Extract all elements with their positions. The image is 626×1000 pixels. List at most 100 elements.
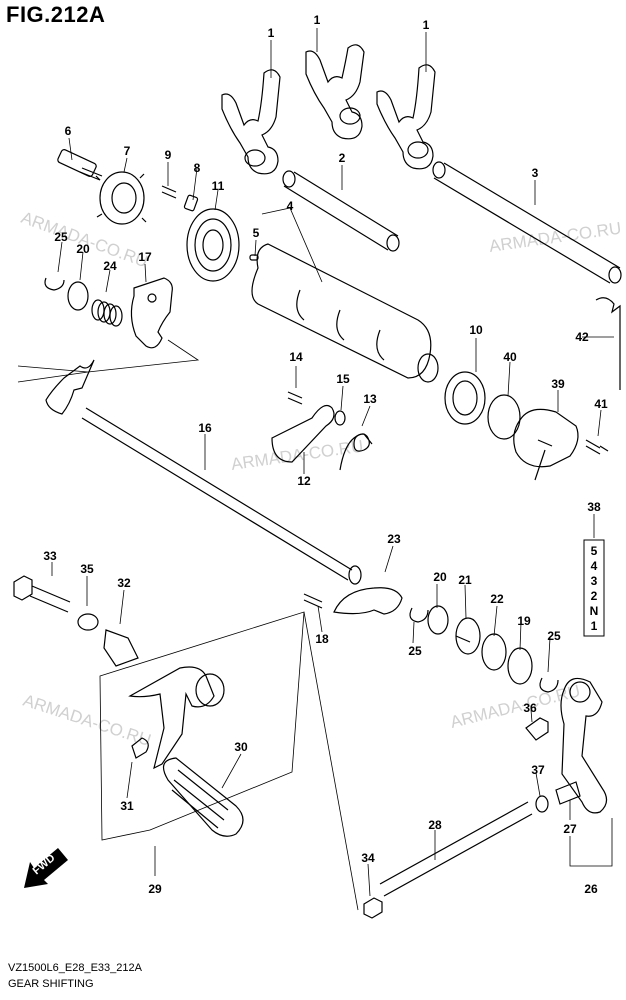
gear-indicator-label: 1 bbox=[591, 619, 598, 633]
pin bbox=[161, 185, 177, 199]
washer-plate bbox=[183, 194, 199, 212]
callout-label: 11 bbox=[212, 179, 225, 193]
callout-label: 30 bbox=[234, 740, 248, 754]
shift-fork bbox=[376, 64, 436, 170]
circlip bbox=[539, 677, 559, 693]
bearing bbox=[186, 208, 240, 282]
bolt bbox=[287, 391, 303, 405]
watermark: ARMADA-CO.RU bbox=[448, 681, 582, 732]
callout-label: 27 bbox=[563, 822, 577, 836]
callout-label: 36 bbox=[523, 701, 537, 715]
callout-label: 1 bbox=[268, 26, 275, 40]
fwd-arrow-icon bbox=[24, 848, 68, 888]
washer bbox=[334, 410, 346, 426]
fork-shaft bbox=[282, 170, 400, 252]
callout-label: 26 bbox=[584, 882, 598, 896]
circlip bbox=[44, 277, 65, 291]
spring bbox=[91, 299, 123, 327]
bolt bbox=[13, 575, 71, 613]
callout-label: 17 bbox=[138, 250, 152, 264]
callout-label: 40 bbox=[503, 350, 517, 364]
watermark: ARMADA-CO.RU bbox=[19, 208, 151, 271]
shift-fork bbox=[305, 44, 365, 140]
stopper-plate bbox=[271, 405, 335, 463]
callout-label: 19 bbox=[517, 614, 531, 628]
o-ring bbox=[487, 394, 521, 440]
callout-label: 29 bbox=[148, 882, 162, 896]
washer bbox=[427, 605, 449, 635]
bolt bbox=[525, 717, 549, 741]
callout-label: 24 bbox=[103, 259, 117, 273]
callouts: 1 1 1 2 3 6 7 9 8 11 4 5 25 20 24 17 14 … bbox=[43, 13, 608, 896]
callout-label: 35 bbox=[80, 562, 94, 576]
callout-label: 33 bbox=[43, 549, 57, 563]
callout-label: 6 bbox=[65, 124, 72, 138]
callout-label: 34 bbox=[361, 851, 375, 865]
callout-label: 1 bbox=[314, 13, 321, 27]
callout-label: 25 bbox=[547, 629, 561, 643]
clamp bbox=[595, 297, 621, 390]
diagram-subtitle: GEAR SHIFTING bbox=[8, 978, 94, 990]
sleeve bbox=[103, 629, 139, 667]
gear-indicator-label: 4 bbox=[591, 559, 598, 573]
gearshift-cam bbox=[251, 243, 439, 383]
cam-driven-gear bbox=[95, 171, 147, 225]
washer bbox=[77, 613, 99, 631]
gear-position-switch bbox=[513, 408, 579, 481]
callout-label: 39 bbox=[551, 377, 565, 391]
callout-label: 25 bbox=[408, 644, 422, 658]
gear-indicator-frame bbox=[583, 539, 605, 637]
fork-shaft bbox=[432, 161, 622, 284]
callout-label: 31 bbox=[120, 799, 134, 813]
callout-label: 1 bbox=[423, 18, 430, 32]
cam-pin bbox=[249, 254, 259, 261]
gearshift-shaft bbox=[45, 359, 362, 585]
leader-lines bbox=[51, 28, 614, 897]
bearing bbox=[444, 371, 486, 425]
figure-title: FIG.212A bbox=[6, 2, 106, 27]
callout-label: 23 bbox=[387, 532, 401, 546]
shift-fork bbox=[221, 69, 281, 175]
washer bbox=[535, 795, 549, 813]
cam-stopper bbox=[130, 277, 173, 349]
callout-label: 5 bbox=[253, 226, 260, 240]
gear-indicator: 5 4 3 2 N 1 bbox=[583, 539, 605, 637]
diagram-code: VZ1500L6_E28_E33_212A bbox=[8, 962, 142, 974]
nut bbox=[363, 897, 383, 919]
assembly-box bbox=[99, 611, 305, 841]
gearshift-arm bbox=[560, 677, 608, 814]
gearshift-lever bbox=[128, 666, 225, 770]
callout-label: 10 bbox=[469, 323, 483, 337]
forward-arrow: FWD bbox=[24, 848, 68, 888]
bolt bbox=[585, 439, 609, 455]
guide-line bbox=[17, 339, 200, 383]
return-spring bbox=[339, 433, 373, 471]
callout-label: 3 bbox=[532, 166, 539, 180]
callout-label: 21 bbox=[458, 573, 472, 587]
gear-indicator-label: N bbox=[590, 604, 599, 618]
watermark: ARMADA-CO.RU bbox=[21, 691, 154, 750]
callout-label: 20 bbox=[433, 570, 447, 584]
callout-label: 25 bbox=[54, 230, 68, 244]
callout-label: 8 bbox=[194, 161, 201, 175]
oil-seal bbox=[481, 633, 507, 671]
callout-label: 9 bbox=[165, 148, 172, 162]
callout-label: 42 bbox=[575, 330, 589, 344]
shift-pedal-rubber bbox=[162, 757, 244, 837]
gear-indicator-label: 3 bbox=[591, 574, 598, 588]
callout-label: 16 bbox=[198, 421, 212, 435]
callout-label: 7 bbox=[124, 144, 131, 158]
callout-label: 22 bbox=[490, 592, 504, 606]
gear-indicator-label: 5 bbox=[591, 544, 598, 558]
callout-label: 2 bbox=[339, 151, 346, 165]
parts-drawing bbox=[13, 28, 622, 919]
washer bbox=[507, 647, 533, 685]
guide-line bbox=[303, 611, 359, 911]
callout-label: 12 bbox=[297, 474, 311, 488]
return-spring bbox=[333, 587, 403, 615]
link-rod-end bbox=[555, 781, 581, 805]
callout-label: 38 bbox=[587, 500, 601, 514]
callout-label: 14 bbox=[289, 350, 303, 364]
callout-label: 13 bbox=[363, 392, 377, 406]
